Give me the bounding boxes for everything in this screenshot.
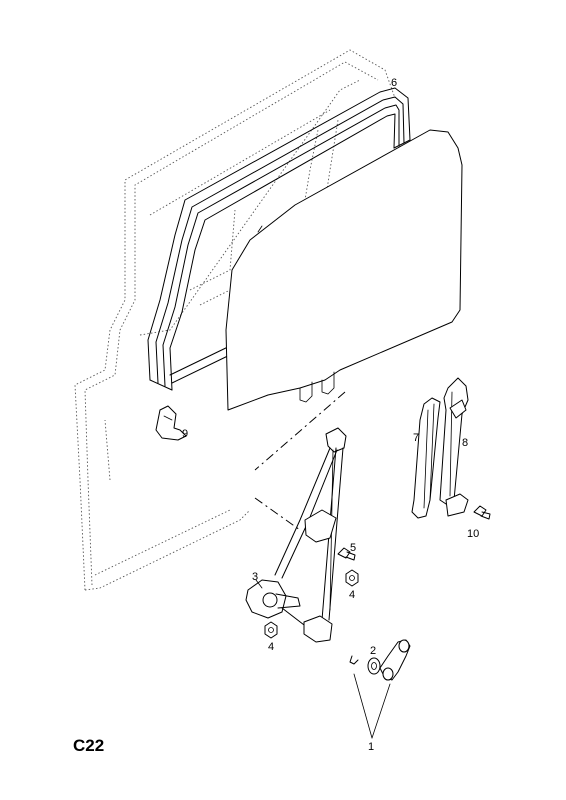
small-clip bbox=[349, 655, 359, 665]
callout-5: 5 bbox=[350, 542, 356, 554]
callout-4-left: 4 bbox=[268, 641, 274, 653]
guide-rail bbox=[411, 397, 441, 519]
callout-9: 9 bbox=[182, 428, 188, 440]
page-code: C22 bbox=[73, 736, 104, 755]
callout-4-right: 4 bbox=[349, 589, 355, 601]
callout-8: 8 bbox=[462, 437, 468, 449]
window-glass bbox=[225, 129, 463, 411]
callout-3: 3 bbox=[252, 571, 258, 583]
callout-6: 6 bbox=[391, 77, 397, 89]
guide-rail-bracket bbox=[439, 377, 469, 517]
crank-handle bbox=[379, 639, 411, 681]
callout-1: 1 bbox=[368, 741, 374, 753]
callout-10: 10 bbox=[467, 528, 479, 540]
callout-2: 2 bbox=[370, 645, 376, 657]
bolt-10 bbox=[473, 505, 491, 520]
callout-leaders bbox=[353, 673, 391, 739]
clip-part bbox=[155, 405, 187, 441]
nut-4-left bbox=[264, 621, 278, 639]
assembly-leader-lines bbox=[254, 391, 346, 531]
callout-7: 7 bbox=[413, 432, 419, 444]
window-regulator bbox=[245, 427, 347, 643]
nut-4-right bbox=[345, 569, 359, 587]
bolt-5 bbox=[337, 547, 356, 561]
washer bbox=[367, 657, 381, 675]
